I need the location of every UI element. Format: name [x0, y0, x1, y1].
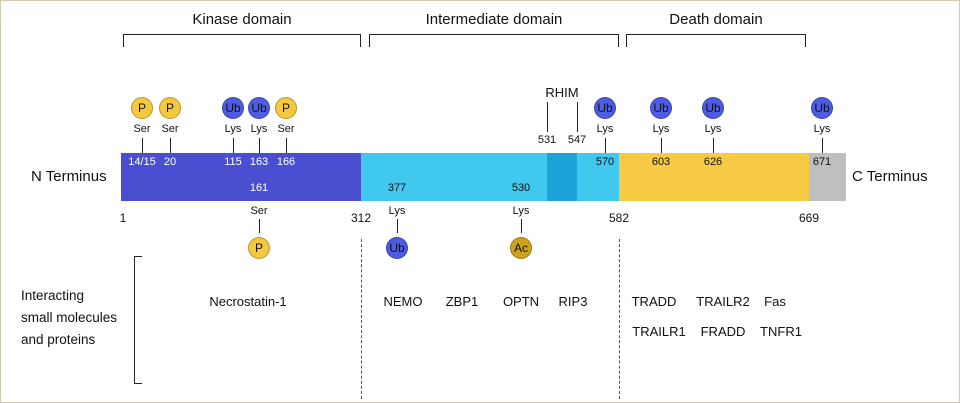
rhim-label: RHIM	[545, 85, 579, 100]
marker-tick	[170, 138, 171, 153]
intermediate-domain-title: Intermediate domain	[425, 11, 563, 28]
ubiquitin-badge: Ub	[222, 97, 244, 119]
protein-name: Necrostatin-1	[209, 294, 287, 309]
protein-name: FRADD	[700, 324, 746, 339]
axis-number-intermediate-end: 582	[608, 211, 630, 225]
marker-tick	[397, 219, 398, 233]
marker-tick	[233, 138, 234, 153]
n-terminus-label: N Terminus	[31, 168, 107, 185]
death-domain-segment	[619, 153, 809, 201]
site-number: 163	[249, 156, 269, 168]
residue-label: Lys	[596, 123, 614, 135]
c-terminus-label: C Terminus	[852, 168, 928, 185]
intermediate-domain-bracket	[369, 34, 619, 47]
death-domain-title: Death domain	[669, 11, 763, 28]
residue-label: Ser	[133, 123, 151, 135]
section-divider-dashed	[361, 239, 362, 399]
marker-tick	[605, 138, 606, 153]
residue-label: Lys	[250, 123, 268, 135]
phospho-badge: P	[159, 97, 181, 119]
section-divider-dashed	[619, 239, 620, 399]
residue-label: Lys	[813, 123, 831, 135]
residue-label: Lys	[224, 123, 242, 135]
rhim-segment	[547, 153, 577, 201]
marker-tick	[713, 138, 714, 153]
axis-number-kinase-end: 312	[350, 211, 372, 225]
interacting-label-line: and proteins	[21, 332, 96, 347]
site-number: 377	[387, 182, 407, 194]
kinase-domain-segment	[121, 153, 361, 201]
residue-label: Ser	[250, 205, 268, 217]
interacting-bracket	[134, 256, 142, 384]
phospho-badge: P	[275, 97, 297, 119]
phospho-badge: P	[248, 237, 270, 259]
acetyl-badge: Ac	[510, 237, 532, 259]
site-number: 14/15	[128, 156, 156, 168]
marker-tick	[259, 219, 260, 233]
rhim-connector-line	[547, 102, 548, 132]
protein-name: TRAILR1	[632, 324, 686, 339]
axis-number-death-end: 669	[798, 211, 820, 225]
protein-name: ZBP1	[445, 294, 479, 309]
site-number: 115	[224, 156, 242, 168]
protein-name: Fas	[764, 294, 786, 309]
ubiquitin-badge: Ub	[386, 237, 408, 259]
marker-tick	[259, 138, 260, 153]
residue-label: Lys	[512, 205, 530, 217]
ubiquitin-badge: Ub	[594, 97, 616, 119]
site-number: 671	[812, 156, 832, 168]
c-terminal-tail-segment	[809, 153, 846, 201]
ubiquitin-badge: Ub	[248, 97, 270, 119]
site-number: 20	[163, 156, 177, 168]
site-number: 603	[651, 156, 671, 168]
residue-label: Lys	[388, 205, 406, 217]
marker-tick	[286, 138, 287, 153]
death-domain-bracket	[626, 34, 806, 47]
site-number: 166	[276, 156, 296, 168]
protein-name: TNFR1	[760, 324, 802, 339]
residue-label: Ser	[161, 123, 179, 135]
ubiquitin-badge: Ub	[650, 97, 672, 119]
protein-name: TRADD	[631, 294, 677, 309]
site-number: 530	[511, 182, 531, 194]
ubiquitin-badge: Ub	[811, 97, 833, 119]
rhim-start-site: 531	[537, 134, 557, 146]
marker-tick	[142, 138, 143, 153]
kinase-domain-bracket	[123, 34, 361, 47]
protein-name: NEMO	[383, 294, 423, 309]
interacting-label: Interacting small molecules and proteins	[21, 285, 117, 351]
site-number: 161	[249, 182, 269, 194]
residue-label: Lys	[704, 123, 722, 135]
rhim-connector-line	[577, 102, 578, 132]
protein-bar	[121, 153, 846, 201]
ubiquitin-badge: Ub	[702, 97, 724, 119]
kinase-domain-title: Kinase domain	[192, 11, 292, 28]
protein-name: TRAILR2	[696, 294, 750, 309]
marker-tick	[661, 138, 662, 153]
protein-name: OPTN	[502, 294, 540, 309]
interacting-label-line: Interacting	[21, 288, 85, 303]
residue-label: Lys	[652, 123, 670, 135]
site-number: 570	[595, 156, 615, 168]
site-number: 626	[703, 156, 723, 168]
marker-tick	[521, 219, 522, 233]
protein-name: RIP3	[558, 294, 588, 309]
axis-number-start: 1	[119, 211, 127, 225]
residue-label: Ser	[277, 123, 295, 135]
marker-tick	[822, 138, 823, 153]
interacting-label-line: small molecules	[21, 310, 118, 325]
phospho-badge: P	[131, 97, 153, 119]
rhim-end-site: 547	[567, 134, 587, 146]
